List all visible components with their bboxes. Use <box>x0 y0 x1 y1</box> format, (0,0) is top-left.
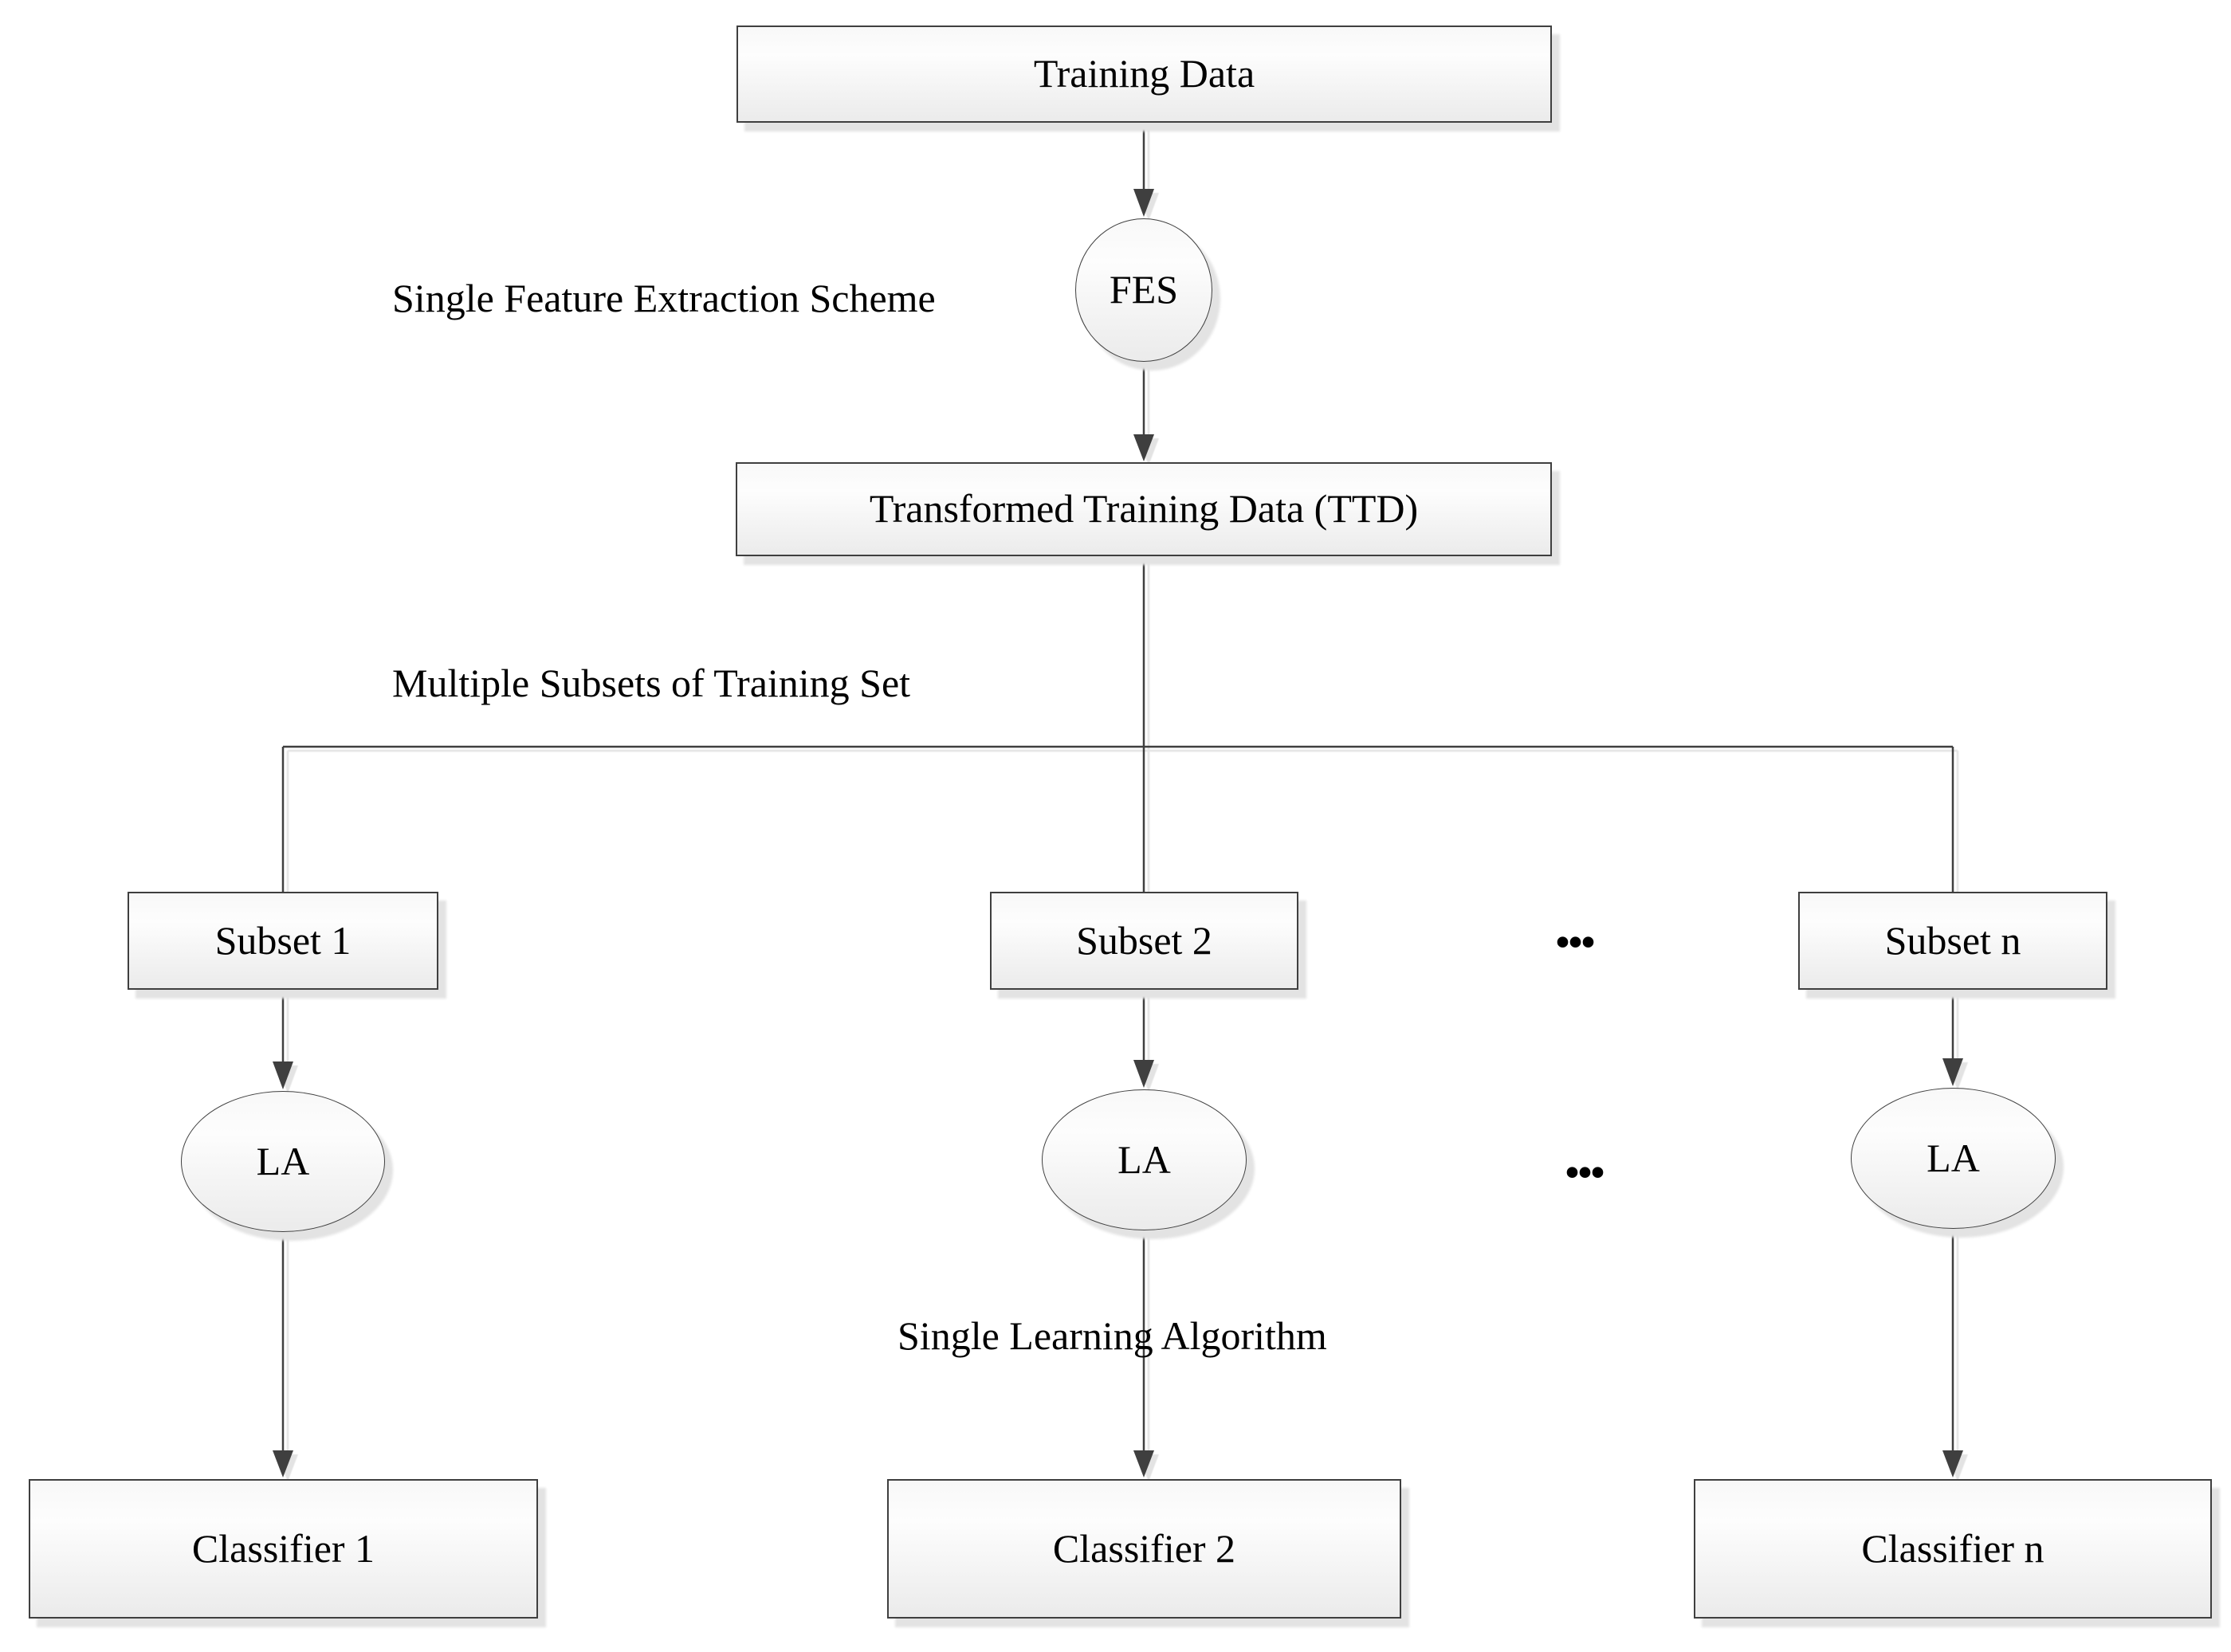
node-label: Training Data <box>1033 51 1255 96</box>
node-la-1: LA <box>181 1091 385 1232</box>
annotation-single-feature-extraction-scheme: Single Feature Extraction Scheme <box>392 276 936 320</box>
node-fes: FES <box>1075 218 1212 362</box>
arrowhead-down-icon <box>273 1450 293 1477</box>
arrowhead-down-icon <box>1133 1450 1154 1477</box>
arrowhead-down-icon <box>1133 434 1154 461</box>
node-subset-n: Subset n <box>1798 892 2107 990</box>
node-classifier-1: Classifier 1 <box>29 1479 538 1619</box>
arrowhead-down-icon <box>1942 1058 1963 1086</box>
node-label: FES <box>1109 267 1179 312</box>
node-label: Subset 2 <box>1076 917 1212 963</box>
node-label: Classifier 2 <box>1052 1525 1236 1571</box>
node-classifier-n: Classifier n <box>1694 1479 2212 1619</box>
node-training-data: Training Data <box>736 26 1552 123</box>
annotation-multiple-subsets-of-training-set: Multiple Subsets of Training Set <box>392 661 911 705</box>
node-label: Subset n <box>1884 917 2021 963</box>
node-label: Classifier n <box>1861 1525 2044 1571</box>
node-label: LA <box>256 1138 310 1183</box>
node-la-2: LA <box>1042 1089 1247 1230</box>
arrowhead-down-icon <box>1133 189 1154 217</box>
node-subset-2: Subset 2 <box>990 892 1298 990</box>
node-label: Subset 1 <box>214 917 352 963</box>
node-transformed-training-data: Transformed Training Data (TTD) <box>736 462 1552 556</box>
ellipsis-la-row: ... <box>1564 1118 1606 1192</box>
node-label: Transformed Training Data (TTD) <box>869 486 1419 532</box>
node-label: LA <box>1117 1136 1171 1182</box>
node-classifier-2: Classifier 2 <box>887 1479 1401 1619</box>
node-label: Classifier 1 <box>191 1525 375 1571</box>
arrowhead-down-icon <box>273 1061 293 1089</box>
node-la-n: LA <box>1851 1088 2056 1229</box>
ellipsis-subset-row: ... <box>1554 888 1597 962</box>
node-subset-1: Subset 1 <box>128 892 438 990</box>
arrowhead-down-icon <box>1133 1060 1154 1088</box>
annotation-single-learning-algorithm: Single Learning Algorithm <box>898 1313 1327 1358</box>
node-label: LA <box>1927 1135 1980 1180</box>
arrowhead-down-icon <box>1942 1450 1963 1477</box>
